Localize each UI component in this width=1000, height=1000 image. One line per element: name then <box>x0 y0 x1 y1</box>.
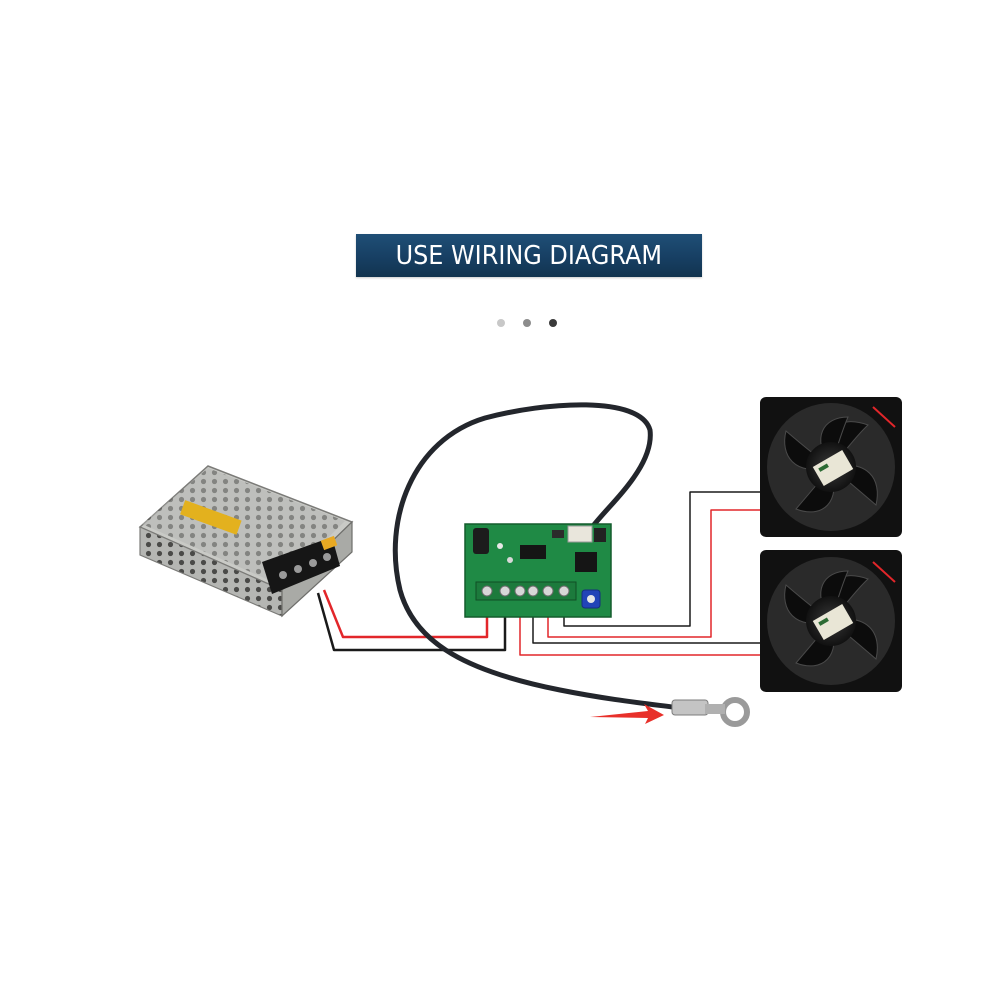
wire-fan1-red <box>547 509 765 638</box>
carousel-dots <box>497 319 557 327</box>
carousel-dot-1[interactable] <box>497 319 505 327</box>
page-title: USE WIRING DIAGRAM <box>395 240 663 271</box>
wire-psu-red <box>322 589 489 639</box>
cooling-fan-icon <box>760 397 902 537</box>
power-supply-icon <box>138 465 354 618</box>
cooling-fan-icon <box>760 550 902 692</box>
carousel-dot-3[interactable] <box>549 319 557 327</box>
pcb-controller-icon <box>464 523 612 618</box>
red-arrow-icon <box>590 704 664 724</box>
wire-psu-black <box>316 592 507 652</box>
carousel-dot-2[interactable] <box>523 319 531 327</box>
title-banner: USE WIRING DIAGRAM <box>356 234 702 277</box>
probe-cable <box>392 402 683 711</box>
temperature-probe-icon <box>671 697 750 727</box>
